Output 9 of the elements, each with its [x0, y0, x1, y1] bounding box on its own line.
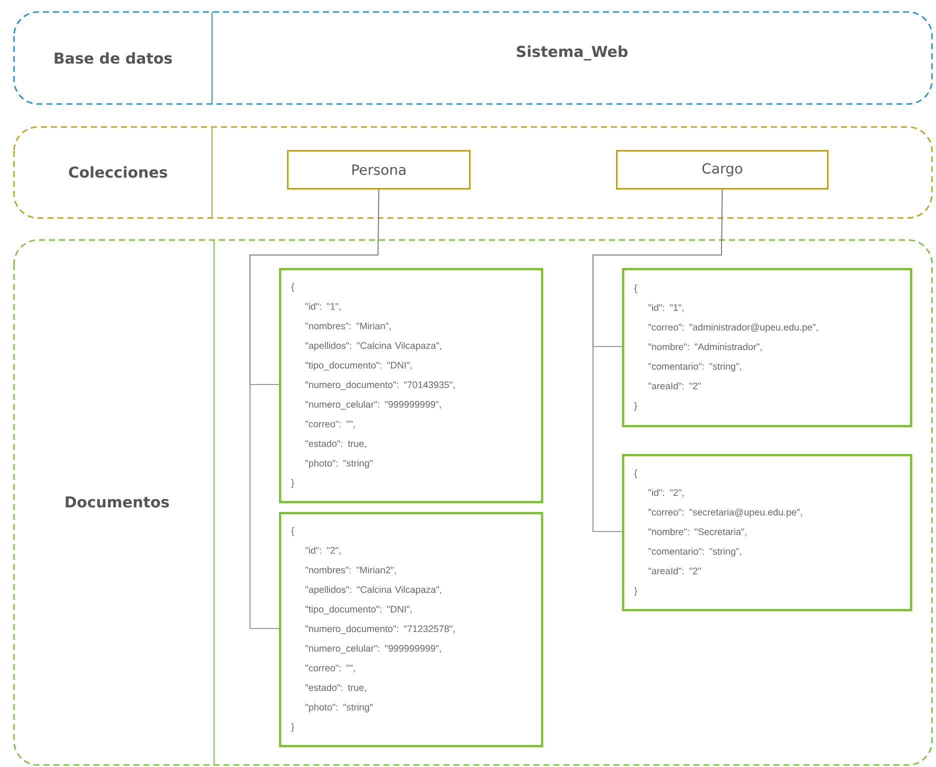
document-box: { "id": "2", "correo": "secretaria@upeu.edu.pe", "nombre": "Secretaria", "comentario": "string", "areaId": "2" }	[622, 454, 912, 612]
document-box: { "id": "1", "correo": "administrador@upeu.edu.pe", "nombre": "Administrador", "comentario": "string", "areaId": "2" }	[622, 268, 912, 428]
document-box: { "id": "1", "nombres": "Mirian", "apellidos": "Calcina Vilcapaza", "tipo_documento": "DNI", "numero_documento": "70143935", "numero_celular": "999999999", "correo": "", "estado": true, "photo": "string" }	[279, 268, 544, 504]
connector-line	[250, 189, 380, 629]
swimlane: Base de datos Sistema_Web	[13, 11, 933, 105]
collection-box: Persona	[287, 150, 471, 190]
collection-box: Cargo	[616, 150, 829, 190]
connector-line	[592, 189, 723, 532]
document-box: { "id": "2", "nombres": "Mirian2", "apellidos": "Calcina Vilcapaza", "tipo_documento": "DNI", "numero_documento": "71232578", "numero_celular": "999999999", "correo": "", "estado": true, "photo": "string" }	[279, 512, 544, 748]
